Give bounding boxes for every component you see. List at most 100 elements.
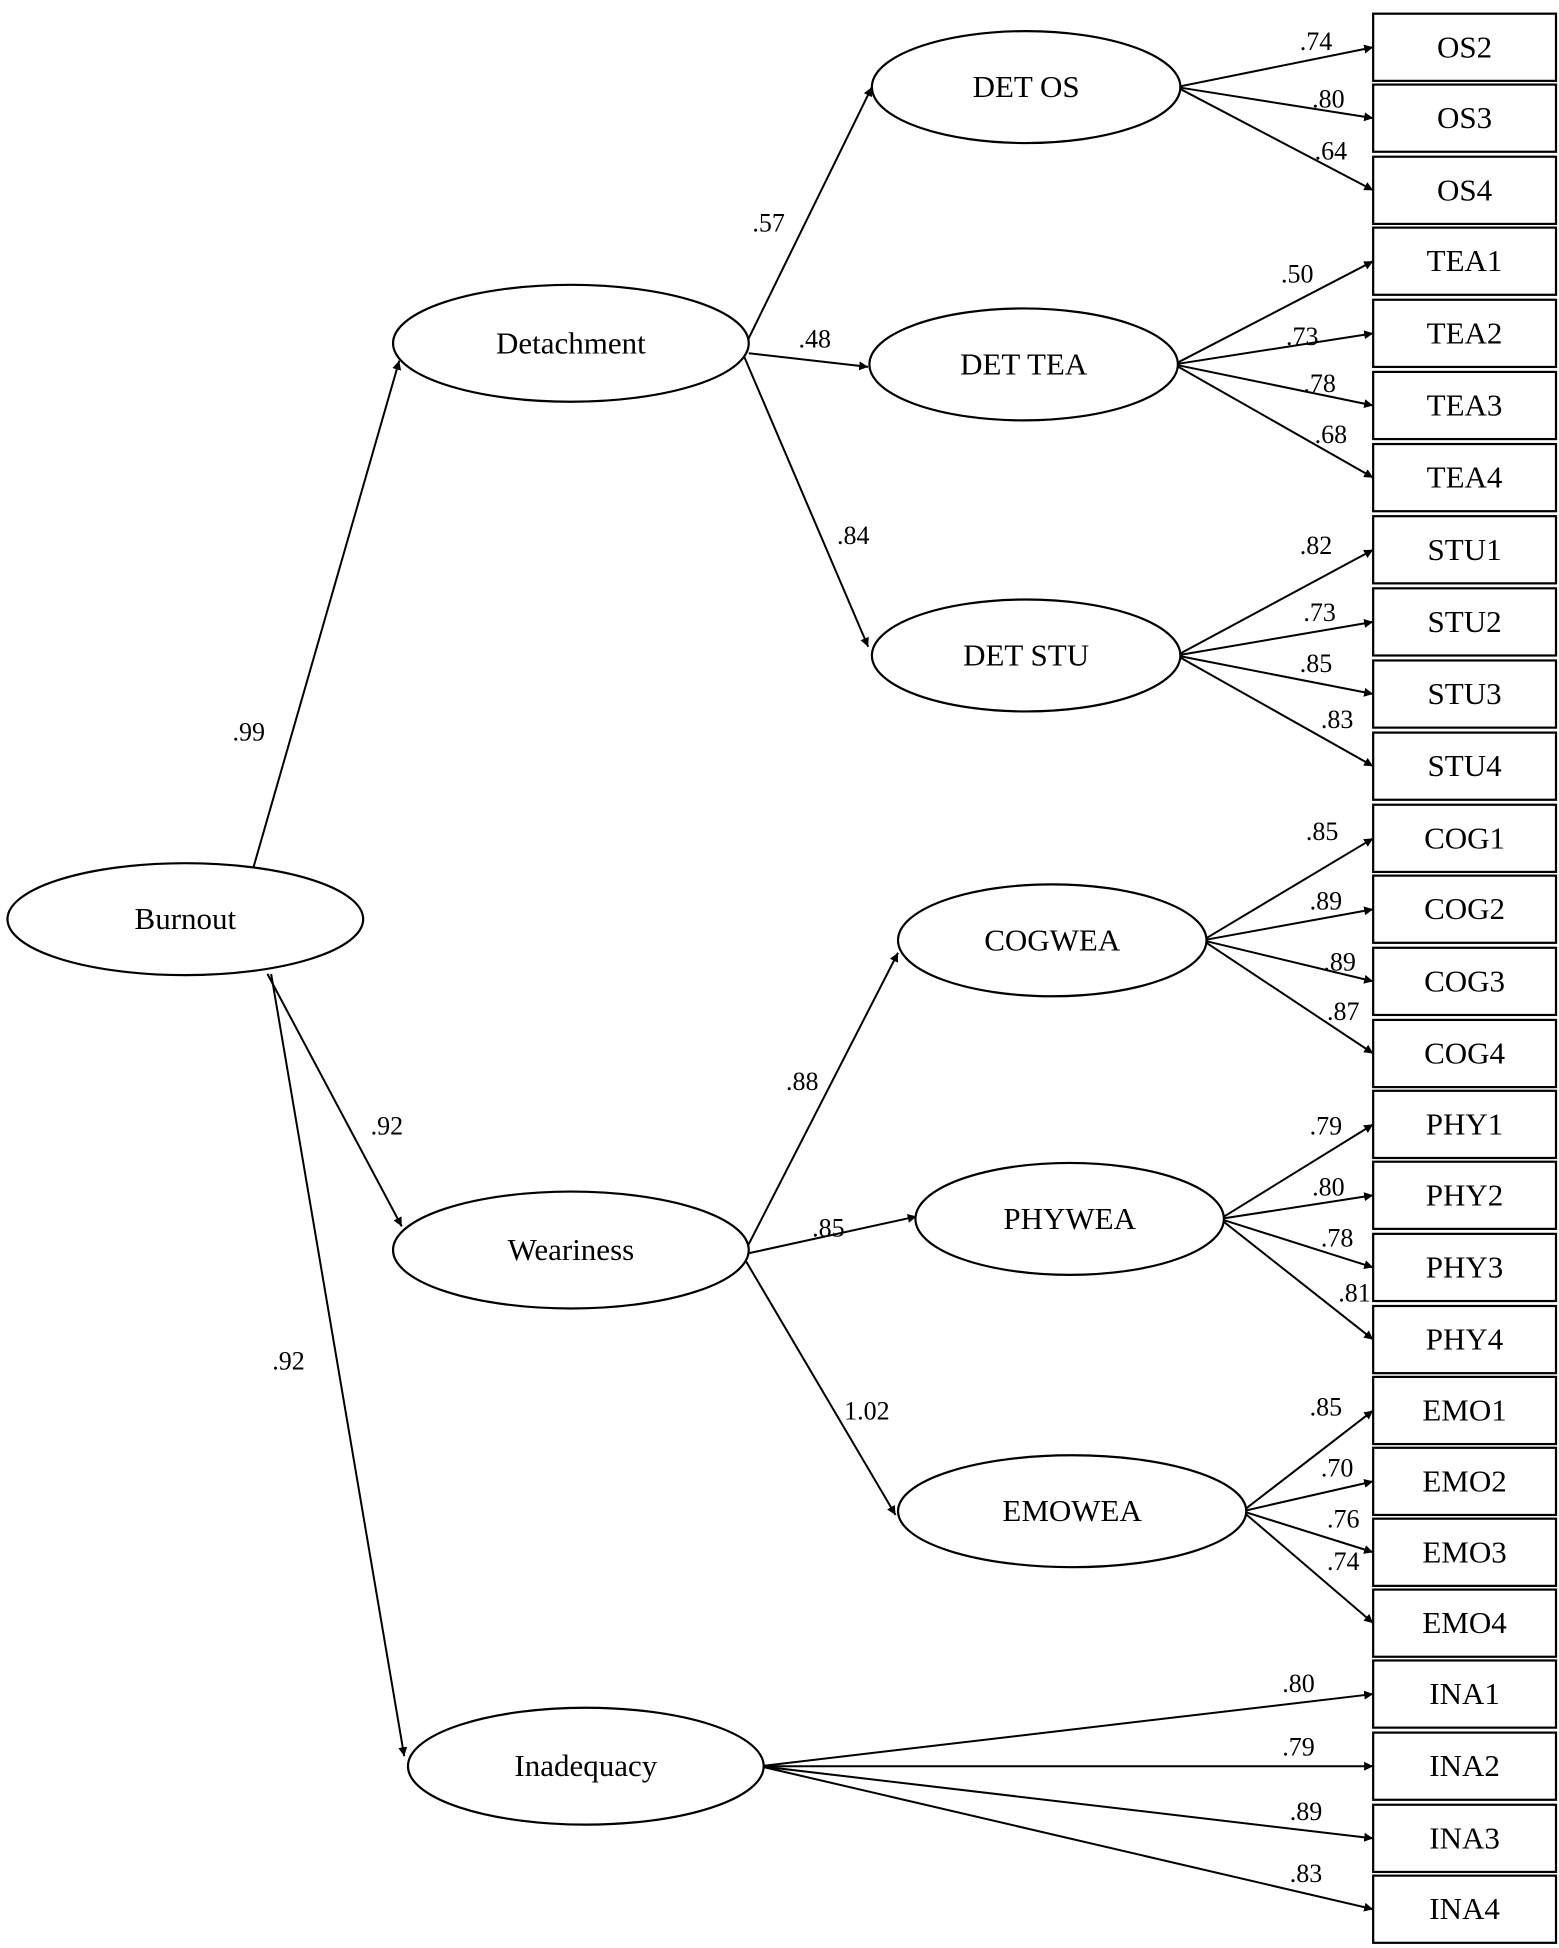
path-coefficient-det_stu-stu2: .73	[1303, 598, 1336, 627]
indicator-cog2: COG2	[1372, 874, 1558, 944]
indicator-box	[1372, 874, 1558, 944]
path-arrow-det_os-os2	[1176, 44, 1374, 89]
path-arrow-det_tea-tea3	[1173, 363, 1374, 409]
indicator-box	[1372, 155, 1558, 225]
path-coefficient-det_stu-stu4: .83	[1321, 705, 1354, 734]
indicator-label: STU4	[1428, 748, 1503, 783]
path-arrow-phywea-phy4	[1219, 1218, 1374, 1341]
latent-factor-cogwea: COGWEA	[896, 883, 1208, 998]
path-arrow-cogwea-cog1	[1202, 837, 1374, 942]
indicator-phy3: PHY3	[1372, 1232, 1558, 1303]
indicator-box	[1372, 731, 1558, 801]
latent-factor-phywea: PHYWEA	[914, 1161, 1226, 1276]
path-coefficient-det_os-os4: .64	[1315, 137, 1348, 166]
indicator-box	[1372, 1232, 1558, 1303]
latent-factor-ellipse	[391, 1190, 750, 1310]
paths-layer	[251, 44, 1374, 1912]
indicator-ina1: INA1	[1372, 1659, 1558, 1729]
indicator-box	[1372, 1731, 1558, 1801]
path-arrow-detachment-det_os	[742, 86, 873, 349]
indicator-tea2: TEA2	[1372, 298, 1558, 369]
indicator-label: EMO3	[1422, 1534, 1506, 1569]
indicator-label: STU1	[1428, 532, 1502, 567]
path-arrow-inadequacy-ina4	[759, 1765, 1374, 1912]
path-coefficient-det_stu-stu3: .85	[1300, 649, 1333, 678]
indicator-box	[1372, 83, 1558, 153]
path-arrow-phywea-phy1	[1219, 1123, 1374, 1220]
path-arrow-burnout-weariness	[266, 973, 403, 1227]
path-arrow-inadequacy-ina1	[759, 1690, 1374, 1768]
path-coefficient-emowea-emo3: .76	[1327, 1505, 1360, 1534]
latent-factor-emowea: EMOWEA	[896, 1454, 1248, 1569]
path-arrow-emowea-emo3	[1242, 1510, 1374, 1554]
indicator-label: INA3	[1429, 1820, 1500, 1855]
path-coefficient-weariness-emowea: 1.02	[844, 1396, 890, 1425]
path-arrow-weariness-emowea	[742, 1256, 897, 1516]
indicator-box	[1372, 1659, 1558, 1729]
indicator-tea3: TEA3	[1372, 370, 1558, 441]
indicator-label: INA2	[1429, 1748, 1500, 1783]
indicator-label: EMO2	[1422, 1463, 1506, 1498]
latent-factor-ellipse	[870, 598, 1182, 713]
indicator-stu3: STU3	[1372, 659, 1558, 729]
indicator-box	[1372, 1874, 1558, 1944]
latent-factor-label: Inadequacy	[514, 1748, 657, 1783]
latent-factor-burnout: Burnout	[6, 862, 365, 977]
indicator-box	[1372, 1803, 1558, 1874]
path-arrow-detachment-det_stu	[742, 355, 870, 648]
indicator-label: PHY2	[1426, 1177, 1504, 1212]
path-coefficient-detachment-det_tea: .48	[798, 324, 831, 353]
path-coefficient-burnout-inadequacy: .92	[272, 1347, 305, 1376]
indicator-box	[1372, 442, 1558, 513]
indicator-label: COG2	[1424, 891, 1505, 926]
path-coefficient-burnout-detachment: .99	[233, 717, 266, 746]
indicator-label: EMO4	[1422, 1605, 1507, 1640]
latent-factor-label: Burnout	[135, 901, 237, 936]
indicator-stu4: STU4	[1372, 731, 1558, 801]
indicator-tea1: TEA1	[1372, 226, 1558, 296]
path-coefficient-det_os-os2: .74	[1300, 27, 1333, 56]
path-coefficient-det_os-os3: .80	[1312, 84, 1345, 113]
path-coefficient-burnout-weariness: .92	[371, 1112, 404, 1141]
latent-factor-ellipse	[896, 1454, 1248, 1569]
path-arrow-burnout-inadequacy	[270, 973, 408, 1757]
coefficients-layer: .99.92.92.57.48.84.88.851.02.74.80.64.50…	[233, 27, 1371, 1888]
path-coefficient-detachment-det_stu: .84	[837, 521, 870, 550]
indicator-label: EMO1	[1422, 1392, 1506, 1427]
indicator-label: COG1	[1424, 820, 1505, 855]
indicator-box	[1372, 1089, 1558, 1160]
latent-factor-inadequacy: Inadequacy	[406, 1706, 765, 1826]
latent-factor-det_tea: DET TEA	[868, 307, 1179, 422]
path-arrow-emowea-emo2	[1242, 1478, 1374, 1513]
indicator-emo1: EMO1	[1372, 1375, 1558, 1446]
latent-factor-label: DET OS	[973, 69, 1080, 104]
path-arrow-detachment-det_tea	[748, 352, 869, 371]
latent-factor-ellipse	[868, 307, 1179, 422]
path-coefficient-phywea-phy1: .79	[1310, 1112, 1343, 1141]
path-coefficient-weariness-phywea: .85	[812, 1214, 845, 1243]
indicator-box	[1372, 1018, 1558, 1089]
indicator-stu1: STU1	[1372, 515, 1558, 585]
indicator-cog1: COG1	[1372, 803, 1558, 874]
indicator-box	[1372, 1588, 1558, 1658]
indicator-emo2: EMO2	[1372, 1446, 1558, 1517]
path-arrow-phywea-phy3	[1219, 1217, 1374, 1269]
indicator-label: STU2	[1428, 604, 1502, 639]
indicator-label: TEA1	[1427, 243, 1503, 278]
indicator-label: TEA3	[1427, 387, 1503, 422]
path-arrow-inadequacy-ina3	[759, 1765, 1374, 1842]
indicator-cog4: COG4	[1372, 1018, 1558, 1089]
indicator-box	[1372, 226, 1558, 296]
path-coefficient-detachment-det_os: .57	[752, 209, 785, 238]
latent-factor-ellipse	[391, 283, 750, 403]
indicator-ina2: INA2	[1372, 1731, 1558, 1801]
indicator-label: COG4	[1424, 1036, 1505, 1071]
indicator-cog3: COG3	[1372, 946, 1558, 1017]
latent-factor-label: PHYWEA	[1003, 1201, 1136, 1236]
indicator-label: COG3	[1424, 963, 1505, 998]
path-arrow-det_tea-tea2	[1173, 330, 1374, 366]
indicator-label: INA1	[1429, 1676, 1500, 1711]
indicator-box	[1372, 659, 1558, 729]
path-coefficient-cogwea-cog1: .85	[1306, 817, 1339, 846]
indicator-label: TEA4	[1427, 460, 1503, 495]
